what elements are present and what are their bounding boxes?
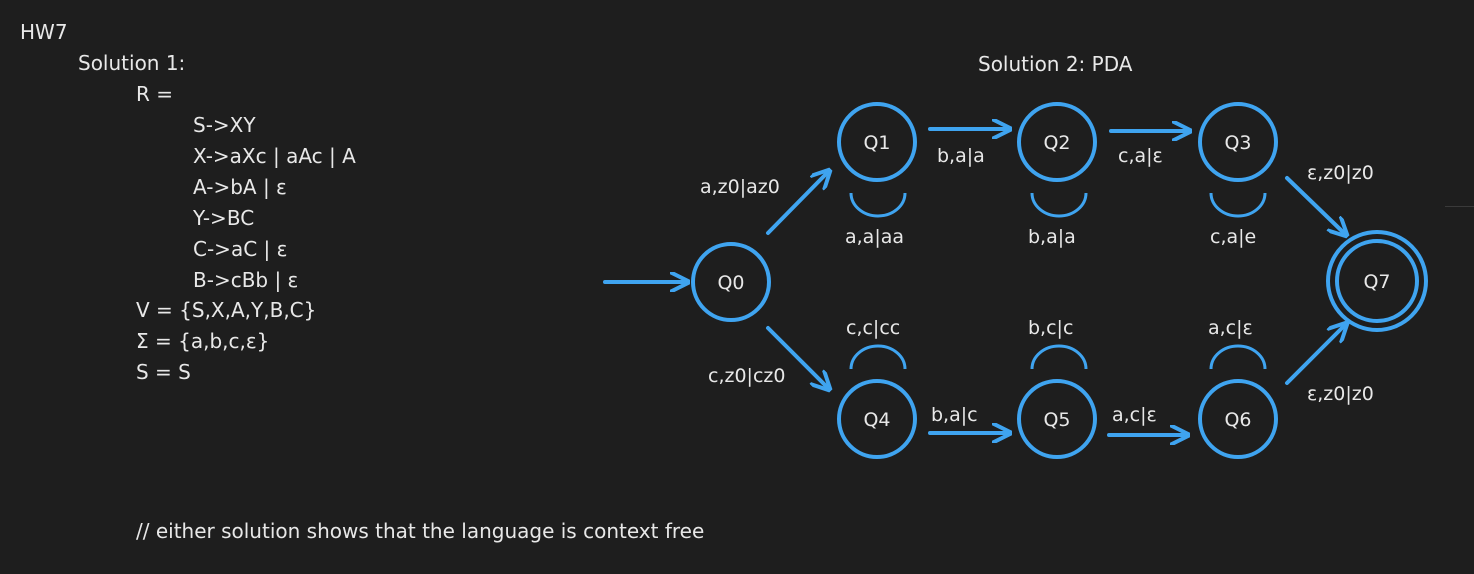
transition-label-q1-q2: b,a|a bbox=[937, 145, 985, 167]
rule-s: S->XY bbox=[193, 113, 256, 137]
state-q7 bbox=[1335, 239, 1419, 323]
rule-a: A->bA | ε bbox=[193, 175, 287, 199]
state-label-q1: Q1 bbox=[863, 132, 890, 154]
transition-label-q5-q6: a,c|ε bbox=[1112, 404, 1157, 426]
alphabet-set: Σ = {a,b,c,ε} bbox=[136, 329, 270, 353]
loop-q5 bbox=[1030, 344, 1088, 370]
solution1-title: Solution 1: bbox=[78, 51, 186, 75]
state-label-q7: Q7 bbox=[1363, 271, 1390, 293]
divider-line bbox=[1445, 206, 1474, 207]
transition-label-q3-q7: ε,z0|z0 bbox=[1307, 162, 1374, 184]
edge-q6-q7 bbox=[1285, 325, 1345, 385]
loop-q6 bbox=[1209, 344, 1267, 370]
transition-label-q5-loop: b,c|c bbox=[1028, 317, 1073, 339]
transition-label-q6-q7: ε,z0|z0 bbox=[1307, 383, 1374, 405]
transition-label-q0-q1: a,z0|az0 bbox=[700, 176, 780, 198]
loop-q1 bbox=[849, 192, 907, 218]
loop-q2 bbox=[1030, 192, 1088, 218]
loop-q3 bbox=[1209, 192, 1267, 218]
state-q4 bbox=[837, 379, 917, 459]
state-label-q6: Q6 bbox=[1224, 409, 1251, 431]
transition-label-q2-loop: b,a|a bbox=[1028, 226, 1076, 248]
edge-q0-q4 bbox=[766, 326, 828, 388]
rule-c: C->aC | ε bbox=[193, 237, 288, 261]
transition-label-q4-loop: c,c|cc bbox=[846, 317, 900, 339]
state-q0 bbox=[691, 242, 771, 322]
edge-q3-q7 bbox=[1285, 176, 1345, 234]
start-symbol: S = S bbox=[136, 360, 191, 384]
state-label-q0: Q0 bbox=[717, 272, 744, 294]
state-q3 bbox=[1198, 102, 1278, 182]
state-label-q2: Q2 bbox=[1043, 132, 1070, 154]
transition-label-q0-q4: c,z0|cz0 bbox=[708, 365, 785, 387]
transition-label-q4-q5: b,a|c bbox=[931, 404, 978, 426]
state-q2 bbox=[1017, 102, 1097, 182]
transition-label-q6-loop: a,c|ε bbox=[1208, 317, 1253, 339]
state-label-q5: Q5 bbox=[1043, 409, 1070, 431]
variables-set: V = {S,X,A,Y,B,C} bbox=[136, 298, 317, 322]
heading: HW7 bbox=[20, 20, 68, 44]
transition-label-q3-loop: c,a|e bbox=[1210, 226, 1256, 248]
footer-comment: // either solution shows that the langua… bbox=[136, 519, 705, 543]
state-label-q4: Q4 bbox=[863, 409, 890, 431]
transition-label-q1-loop: a,a|aa bbox=[845, 226, 904, 248]
rules-label: R = bbox=[136, 82, 174, 106]
transition-label-q2-q3: c,a|ε bbox=[1118, 145, 1163, 167]
state-q5 bbox=[1017, 379, 1097, 459]
state-q6 bbox=[1198, 379, 1278, 459]
state-q7-outer-ring bbox=[1326, 230, 1428, 332]
state-label-q3: Q3 bbox=[1224, 132, 1251, 154]
solution2-title: Solution 2: PDA bbox=[978, 52, 1133, 76]
edge-q0-q1 bbox=[766, 172, 828, 235]
rule-y: Y->BC bbox=[193, 206, 255, 230]
loop-q4 bbox=[849, 344, 907, 370]
rule-b: B->cBb | ε bbox=[193, 268, 299, 292]
state-q1 bbox=[837, 102, 917, 182]
rule-x: X->aXc | aAc | A bbox=[193, 144, 356, 168]
